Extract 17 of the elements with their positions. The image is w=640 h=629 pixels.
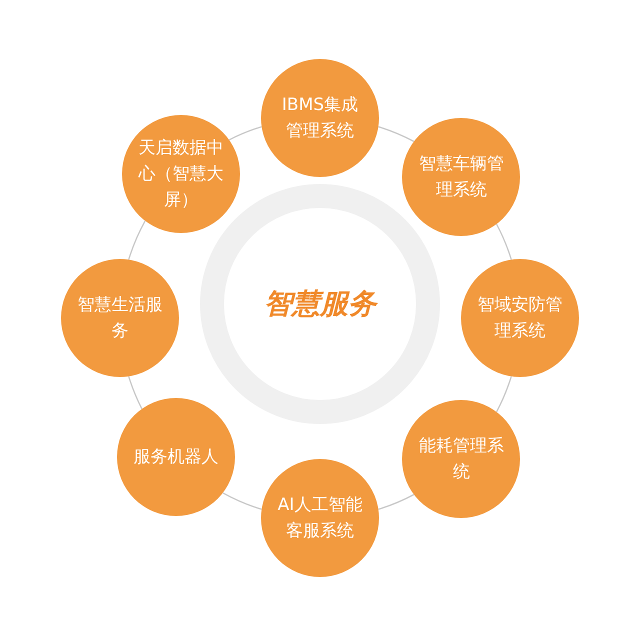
service-label: 天启数据中心（智慧大屏） bbox=[137, 137, 225, 212]
ring-connector bbox=[378, 494, 414, 510]
service-label: 能耗管理系统 bbox=[418, 435, 505, 484]
ring-connector bbox=[222, 492, 262, 510]
service-label: 智慧生活服务 bbox=[76, 294, 164, 343]
service-label: AI人工智能客服系统 bbox=[276, 494, 364, 543]
ring-connector bbox=[496, 224, 512, 260]
service-label: 服务机器人 bbox=[134, 446, 219, 469]
service-label: IBMS集成管理系统 bbox=[280, 94, 360, 143]
ring-connector bbox=[128, 376, 142, 410]
hub-title: 智慧服务 bbox=[264, 286, 376, 322]
ring-connector bbox=[378, 126, 414, 142]
service-label: 智慧车辆管理系统 bbox=[418, 152, 505, 202]
ring-connector bbox=[496, 376, 512, 412]
service-label: 智域安防管理系统 bbox=[476, 294, 564, 343]
ring-connector bbox=[128, 220, 146, 260]
ring-connector bbox=[228, 126, 262, 140]
